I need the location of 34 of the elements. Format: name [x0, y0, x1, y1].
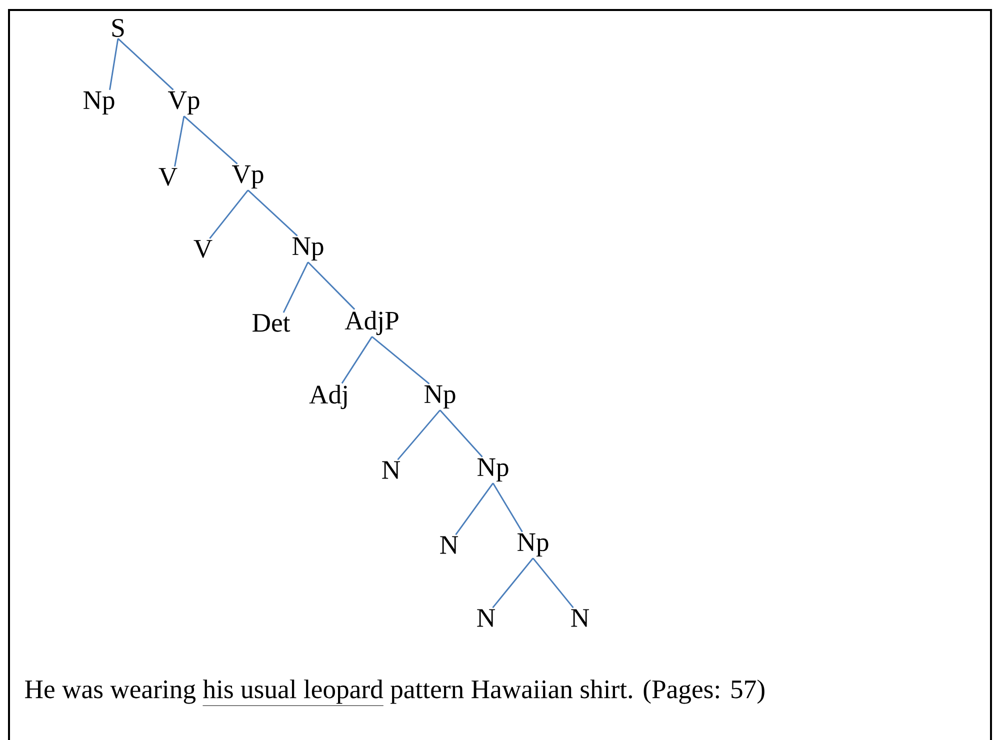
tree-branch [397, 410, 441, 460]
caption-sentence: He was wearing his usual leopard pattern Hawaiian shirt. (Pages: 57) [25, 680, 764, 706]
tree-branch [492, 482, 523, 532]
tree-label: N [440, 536, 458, 554]
tree-branch [372, 336, 430, 384]
tree-label: AdjP [344, 310, 398, 336]
tree-label: Np [83, 91, 114, 115]
tree-branch [307, 262, 356, 310]
tree-branch [455, 482, 494, 536]
tree-branch [118, 38, 174, 90]
tree-branch [109, 38, 119, 90]
tree-label: Vp [168, 91, 200, 115]
tree-label: V [158, 168, 178, 186]
tree-label: Np [424, 385, 456, 409]
tree-branch [439, 410, 483, 458]
tree-label: Vp [232, 165, 264, 189]
tree-branch [282, 262, 309, 313]
tree-label: N [382, 461, 400, 479]
tree-label: N [571, 609, 590, 627]
tree-branch [174, 116, 185, 167]
tree-label: Np [292, 237, 324, 261]
tree-branch [248, 190, 298, 236]
tree-branch [532, 558, 574, 608]
tree-branch [209, 190, 249, 239]
tree-label: Det [252, 314, 290, 332]
tree-branch [492, 558, 534, 608]
tree-label: N [477, 609, 496, 627]
tree-label: Np [477, 458, 508, 482]
tree-branch [341, 336, 373, 384]
tree-branch [184, 116, 238, 164]
tree-label: S [112, 19, 124, 37]
tree-label: V [194, 240, 212, 258]
tree-label: Np [517, 533, 548, 557]
tree-label: Adj [309, 384, 347, 410]
